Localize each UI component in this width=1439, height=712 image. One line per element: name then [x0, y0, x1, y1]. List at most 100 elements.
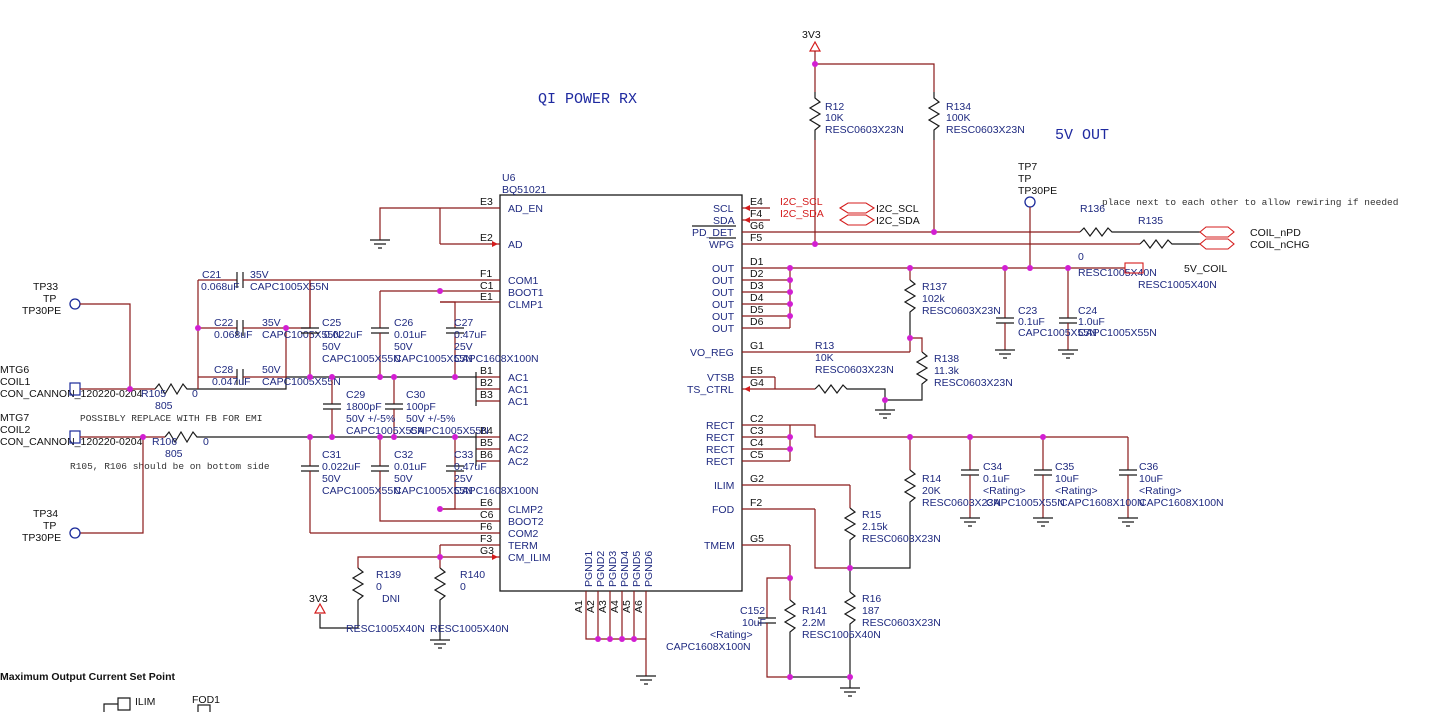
svg-text:CAPC1608X100N: CAPC1608X100N — [1139, 497, 1224, 509]
svg-text:25V: 25V — [454, 473, 473, 485]
svg-text:COIL1: COIL1 — [0, 376, 31, 388]
svg-text:C35: C35 — [1055, 461, 1074, 473]
resistor-r136[interactable] — [1079, 227, 1200, 237]
resistor-r106[interactable] — [164, 430, 476, 444]
ground-symbol — [430, 639, 450, 649]
svg-text:C3: C3 — [750, 425, 764, 437]
tp33-testpoint-icon[interactable] — [69, 298, 81, 310]
ic-u6-body[interactable] — [499, 194, 743, 592]
svg-text:RESC1005X40N: RESC1005X40N — [1078, 267, 1157, 279]
svg-text:RESC1005X40N: RESC1005X40N — [430, 623, 509, 635]
resistor-r139[interactable] — [319, 567, 365, 629]
svg-text:C5: C5 — [750, 449, 764, 461]
svg-text:R139: R139 — [376, 569, 401, 581]
ground-symbol — [995, 349, 1078, 359]
svg-text:AD_EN: AD_EN — [508, 203, 543, 215]
svg-text:50V +/-5%: 50V +/-5% — [346, 413, 395, 425]
svg-text:R16: R16 — [862, 593, 881, 605]
svg-text:50V +/-5%: 50V +/-5% — [406, 413, 455, 425]
svg-text:AC1: AC1 — [508, 396, 529, 408]
svg-text:B6: B6 — [480, 449, 493, 461]
net-coil-npd: COIL_nPD — [1250, 227, 1301, 239]
svg-text:C26: C26 — [394, 317, 413, 329]
fod1-connector-icon[interactable] — [197, 704, 211, 712]
mtg6-ref: MTG6 — [0, 364, 29, 376]
svg-text:TP30PE: TP30PE — [22, 532, 61, 544]
svg-text:COM1: COM1 — [508, 275, 538, 287]
resistor-r12[interactable] — [808, 92, 822, 140]
svg-text:B2: B2 — [480, 377, 493, 389]
svg-text:805: 805 — [155, 400, 173, 412]
schematic-title: QI POWER RX — [538, 91, 637, 108]
svg-text:10uF: 10uF — [1139, 473, 1163, 485]
svg-text:C32: C32 — [394, 449, 413, 461]
svg-text:OUT: OUT — [712, 311, 735, 323]
resistor-r16[interactable] — [843, 591, 857, 688]
svg-text:805: 805 — [165, 448, 183, 460]
resistor-r135[interactable] — [1139, 239, 1200, 249]
tp34-testpoint-icon[interactable] — [69, 527, 81, 539]
ilim-label: ILIM — [135, 696, 155, 708]
coil-port-icon[interactable] — [1199, 226, 1235, 250]
svg-text:C36: C36 — [1139, 461, 1158, 473]
resistor-r137[interactable] — [903, 279, 917, 338]
note-emi: POSSIBLY REPLACE WITH FB FOR EMI — [80, 413, 262, 424]
svg-text:R136: R136 — [1080, 203, 1105, 215]
resistor-r14[interactable] — [850, 469, 917, 569]
i2c-port-icon[interactable] — [838, 202, 876, 226]
svg-text:R141: R141 — [802, 605, 827, 617]
resistor-r138[interactable] — [885, 351, 929, 401]
svg-text:G4: G4 — [750, 377, 764, 389]
resistor-r134[interactable] — [927, 92, 941, 140]
resistor-r141[interactable] — [783, 599, 850, 678]
svg-text:G3: G3 — [480, 545, 494, 557]
svg-text:A2: A2 — [585, 600, 597, 613]
svg-text:OUT: OUT — [712, 263, 735, 275]
svg-text:PGND5: PGND5 — [631, 551, 643, 587]
svg-text:R14: R14 — [922, 473, 941, 485]
svg-text:D1: D1 — [750, 256, 764, 268]
svg-text:RESC0603X23N: RESC0603X23N — [922, 305, 1001, 317]
svg-text:CAPC1005X55N: CAPC1005X55N — [346, 425, 425, 437]
svg-text:RESC1005X40N: RESC1005X40N — [1138, 279, 1217, 291]
resistor-r15[interactable] — [843, 507, 857, 592]
svg-text:B4: B4 — [480, 425, 493, 437]
svg-text:AD: AD — [508, 239, 523, 251]
svg-text:0.01uF: 0.01uF — [394, 461, 427, 473]
mtg7-ref: MTG7 — [0, 412, 29, 424]
resistor-r140[interactable] — [433, 567, 447, 640]
output-title: 5V OUT — [1055, 127, 1109, 144]
svg-text:0.1uF: 0.1uF — [1018, 316, 1045, 328]
svg-text:TP: TP — [1018, 173, 1031, 185]
svg-text:R137: R137 — [922, 281, 947, 293]
svg-text:0.068uF: 0.068uF — [214, 329, 253, 341]
svg-text:AC2: AC2 — [508, 444, 529, 456]
svg-text:50V: 50V — [322, 473, 341, 485]
resistor-r13[interactable] — [814, 384, 886, 410]
svg-text:RECT: RECT — [706, 432, 735, 444]
svg-text:VTSB: VTSB — [707, 372, 734, 384]
ilim-connector-icon[interactable] — [103, 697, 131, 712]
svg-text:50V: 50V — [394, 473, 413, 485]
svg-text:CLMP1: CLMP1 — [508, 299, 543, 311]
svg-text:G5: G5 — [750, 533, 764, 545]
svg-text:FOD: FOD — [712, 504, 735, 516]
tp7-testpoint-icon[interactable] — [1024, 196, 1036, 208]
svg-text:AC2: AC2 — [508, 432, 529, 444]
svg-text:CAPC1608X100N: CAPC1608X100N — [666, 641, 751, 653]
svg-text:TP30PE: TP30PE — [22, 305, 61, 317]
svg-text:G1: G1 — [750, 340, 764, 352]
svg-text:CAPC1005X55N: CAPC1005X55N — [262, 329, 341, 341]
svg-text:R138: R138 — [934, 353, 959, 365]
svg-text:DNI: DNI — [382, 593, 400, 605]
svg-text:CM_ILIM: CM_ILIM — [508, 552, 551, 564]
svg-text:CAPC1005X55N: CAPC1005X55N — [262, 376, 341, 388]
resistor-r105[interactable] — [154, 376, 476, 396]
svg-text:G6: G6 — [750, 220, 764, 232]
svg-text:A4: A4 — [609, 600, 621, 613]
svg-text:102k: 102k — [922, 293, 946, 305]
5v-coil-port-icon[interactable] — [1124, 262, 1144, 274]
svg-text:RECT: RECT — [706, 456, 735, 468]
svg-text:0: 0 — [203, 436, 209, 448]
